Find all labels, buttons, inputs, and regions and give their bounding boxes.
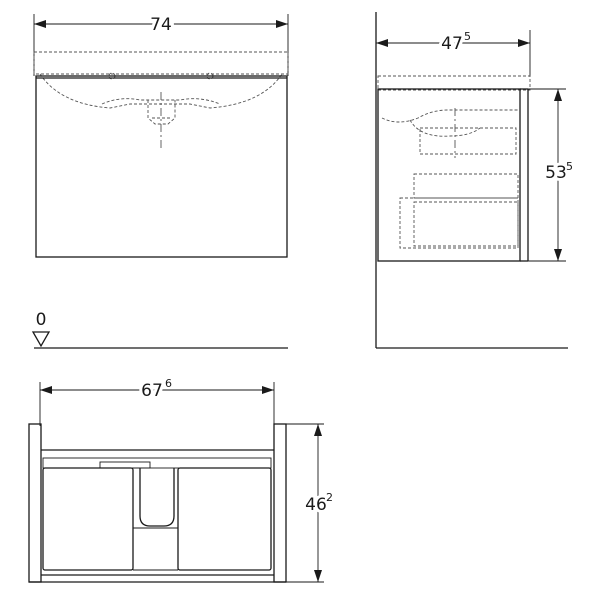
top-depth-sup: 2 xyxy=(326,491,333,504)
front-width-label: 74 xyxy=(150,15,172,35)
side-depth-label: 47 xyxy=(441,34,463,54)
side-view: 47 5 53 5 xyxy=(375,12,573,349)
front-view: 74 0 xyxy=(31,12,289,349)
side-height-sup: 5 xyxy=(566,160,573,173)
side-height-label: 53 xyxy=(545,163,567,183)
top-depth-label: 46 xyxy=(305,495,327,515)
top-width-label: 67 xyxy=(141,381,163,401)
side-depth-sup: 5 xyxy=(464,30,471,43)
top-width-sup: 6 xyxy=(165,377,172,390)
floor-level-label: 0 xyxy=(36,310,47,330)
top-view: 67 6 46 2 xyxy=(28,377,333,583)
floor-level-marker-icon xyxy=(31,331,51,348)
